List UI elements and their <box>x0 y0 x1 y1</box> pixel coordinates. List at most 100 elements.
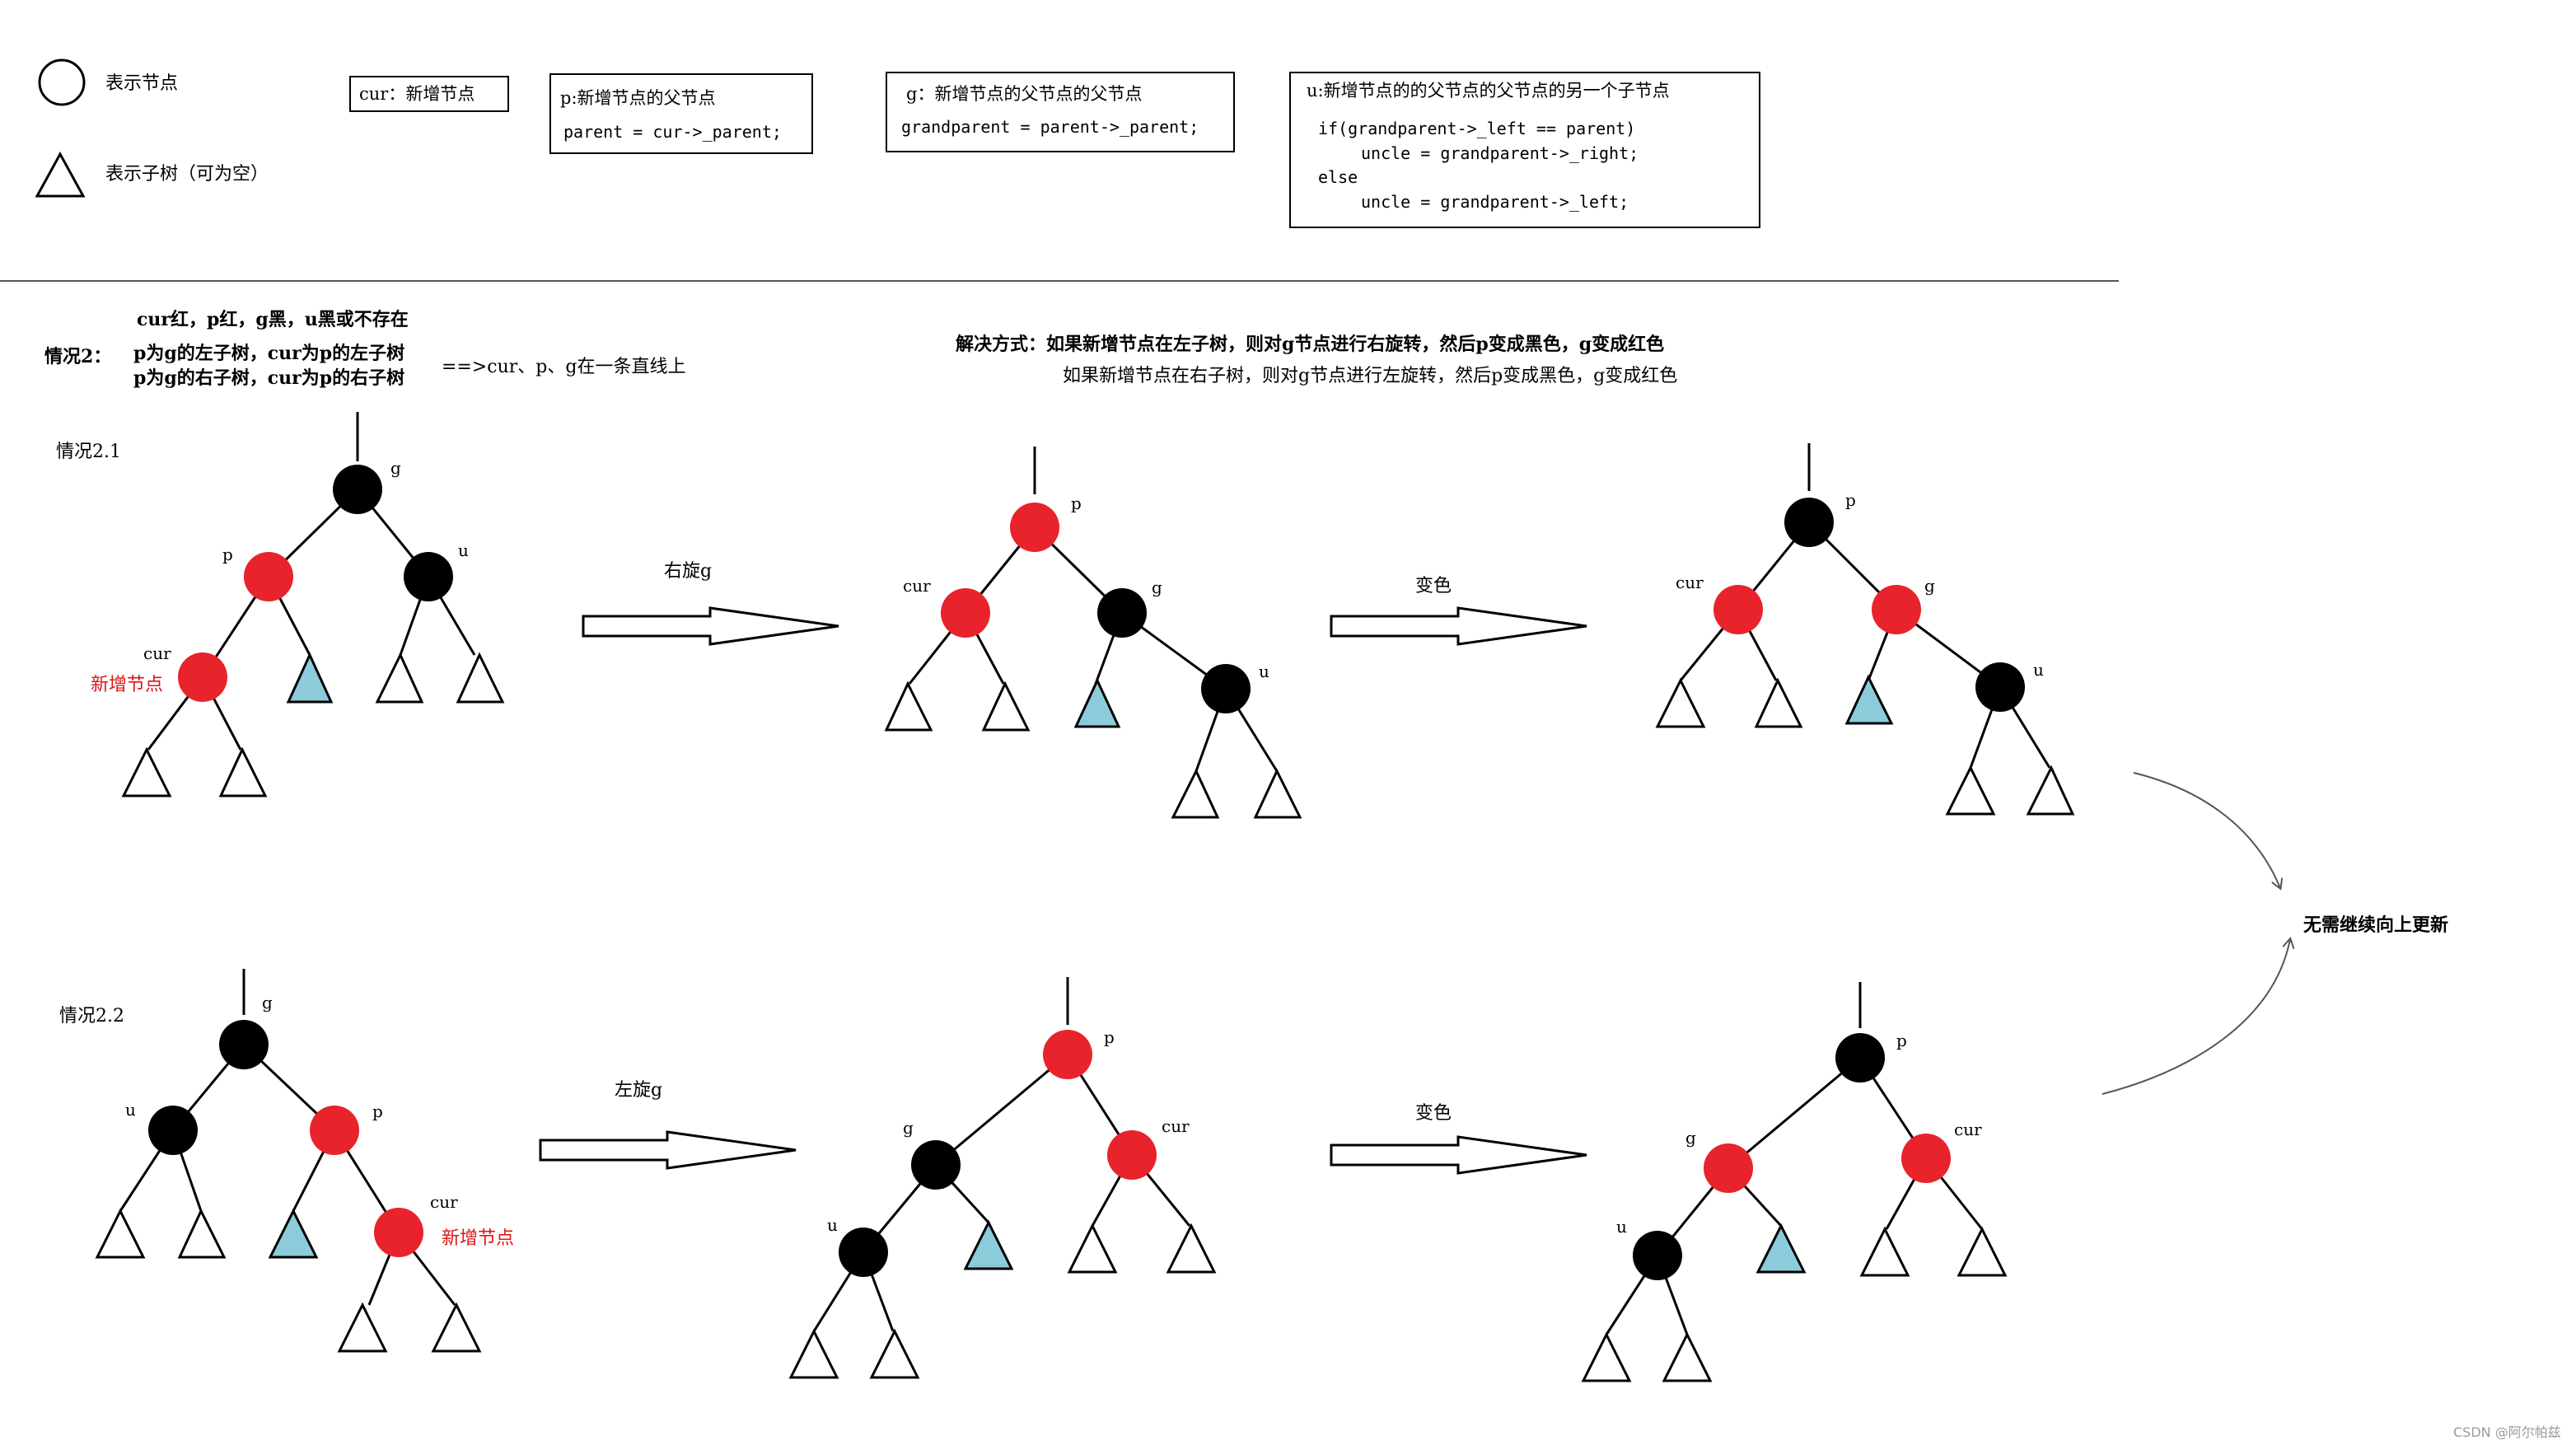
node-label-u: u <box>1259 662 1269 681</box>
node-cur-red <box>941 588 990 638</box>
info-box-cur: cur：新增节点 <box>349 76 509 112</box>
solution-line1: 解决方式：如果新增节点在左子树，则对g节点进行右旋转，然后p变成黑色，g变成红色 <box>956 334 1664 355</box>
node-label-g: g <box>903 1118 914 1138</box>
result-label: 无需继续向上更新 <box>2303 914 2448 936</box>
node-cur-red <box>1901 1134 1951 1183</box>
node-u-black <box>839 1228 888 1277</box>
node-label-u: u <box>827 1215 838 1235</box>
info-cur-line1: cur：新增节点 <box>359 84 475 104</box>
info-g-line1: g：新增节点的父节点的父节点 <box>906 84 1142 104</box>
subtree-triangle <box>1171 768 1220 819</box>
arrow-rotate-right: 右旋g <box>582 561 839 646</box>
info-u-line4: else <box>1318 167 1358 187</box>
subtree-triangle <box>1754 677 1803 728</box>
node-cur-red <box>178 652 227 702</box>
info-u-line1: u:新增节点的的父节点的父节点的另一个子节点 <box>1307 81 1670 101</box>
node-label-g: g <box>1924 576 1935 596</box>
node-u-black <box>148 1106 198 1155</box>
node-label-u: u <box>458 540 469 560</box>
node-label-p: p <box>1845 490 1856 510</box>
subtree-triangle <box>1957 1226 2008 1277</box>
info-p-line2: parent = cur->_parent; <box>563 122 782 142</box>
node-label-u: u <box>2033 660 2044 680</box>
node-cur-red <box>374 1208 423 1257</box>
node-u-black <box>1201 664 1251 713</box>
info-p-line1: p:新增节点的父节点 <box>560 88 716 108</box>
step-label-recolor: 变色 <box>1415 1103 1452 1124</box>
info-u-line2: if(grandparent->_left == parent) <box>1318 119 1635 138</box>
node-cur-red <box>1107 1130 1157 1180</box>
node-label-p: p <box>372 1101 383 1121</box>
subtree-triangle <box>95 1208 146 1259</box>
new-node-label: 新增节点 <box>442 1228 514 1249</box>
node-label-cur: cur <box>1676 573 1704 592</box>
node-p-red <box>244 552 293 601</box>
node-u-black <box>1633 1231 1682 1280</box>
node-g-black <box>219 1020 269 1069</box>
subtree-triangle <box>1844 674 1894 725</box>
subtree-triangle <box>869 1328 920 1379</box>
subtree-triangle <box>121 746 172 797</box>
case-sub-line1: p为g的左子树，cur为p的左子树 <box>133 343 404 364</box>
node-u-black <box>1975 662 2025 712</box>
curved-arrow-bottom <box>2101 939 2290 1095</box>
legend-triangle-icon <box>35 151 86 198</box>
case-sub-line2: p为g的右子树，cur为p的右子树 <box>133 367 404 389</box>
subtree-triangle <box>981 680 1031 732</box>
node-label-g: g <box>390 458 401 478</box>
subtree-triangle <box>431 1302 482 1353</box>
subtree-triangle <box>1756 1223 1807 1274</box>
step-label-recolor: 变色 <box>1415 576 1452 596</box>
node-label-p: p <box>222 545 233 564</box>
case-2-1-title: 情况2.1 <box>56 442 121 462</box>
node-label-u: u <box>1616 1217 1627 1237</box>
subtree-triangle <box>884 680 933 732</box>
info-box-p: p:新增节点的父节点 parent = cur->_parent; <box>549 73 813 154</box>
node-label-u: u <box>125 1100 136 1120</box>
case-condition: cur红，p红，g黑，u黑或不存在 <box>137 309 409 330</box>
node-g-red <box>1872 585 1921 634</box>
watermark: CSDN @阿尔帕兹 <box>2453 1424 2561 1440</box>
node-label-p: p <box>1071 493 1082 513</box>
node-p-black <box>1835 1033 1885 1083</box>
subtree-triangle <box>1166 1223 1217 1274</box>
solution-line2: 如果新增节点在右子树，则对g节点进行左旋转，然后p变成黑色，g变成红色 <box>1063 366 1677 386</box>
node-g-black <box>1097 588 1147 638</box>
subtree-triangle <box>1253 768 1302 819</box>
subtree-triangle <box>268 1208 319 1259</box>
subtree-triangle <box>1581 1331 1632 1382</box>
legend-circle-label: 表示节点 <box>105 73 178 94</box>
info-box-g: g：新增节点的父节点的父节点 grandparent = parent->_pa… <box>886 72 1235 152</box>
arrow-rotate-left: 左旋g <box>539 1080 797 1170</box>
subtree-triangle <box>286 652 334 704</box>
node-g-red <box>1704 1143 1753 1193</box>
case-description: cur红，p红，g黑，u黑或不存在 情况2： p为g的左子树，cur为p的左子树… <box>44 309 685 389</box>
node-label-cur: cur <box>430 1192 458 1212</box>
subtree-triangle <box>788 1328 839 1379</box>
node-label-p: p <box>1896 1031 1907 1050</box>
node-label-g: g <box>1152 578 1162 597</box>
step-label-rotate-left: 左旋g <box>615 1080 662 1101</box>
node-label-g: g <box>1685 1128 1696 1148</box>
solution-description: 解决方式：如果新增节点在左子树，则对g节点进行右旋转，然后p变成黑色，g变成红色… <box>956 334 1677 386</box>
info-g-line2: grandparent = parent->_parent; <box>901 117 1199 137</box>
arrow-recolor-2-2: 变色 <box>1330 1103 1587 1175</box>
subtree-triangle <box>963 1219 1014 1270</box>
new-node-label: 新增节点 <box>91 675 163 695</box>
node-p-black <box>1784 498 1834 547</box>
legend-triangle-label: 表示子树（可为空） <box>105 164 269 185</box>
subtree-triangle <box>375 652 424 704</box>
node-label-g: g <box>262 993 273 1012</box>
subtree-triangle <box>1945 765 1996 816</box>
legend: 表示节点 表示子树（可为空） <box>35 58 269 198</box>
subtree-triangle <box>337 1302 388 1353</box>
subtree-triangle <box>177 1208 227 1259</box>
node-label-cur: cur <box>143 643 171 663</box>
info-box-u: u:新增节点的的父节点的父节点的另一个子节点 if(grandparent->_… <box>1289 72 1760 228</box>
subtree-triangle <box>1655 677 1706 728</box>
node-g-black <box>911 1140 961 1190</box>
node-g-black <box>333 465 382 514</box>
subtree-triangle <box>456 652 505 704</box>
step-label-rotate-right: 右旋g <box>664 561 712 582</box>
